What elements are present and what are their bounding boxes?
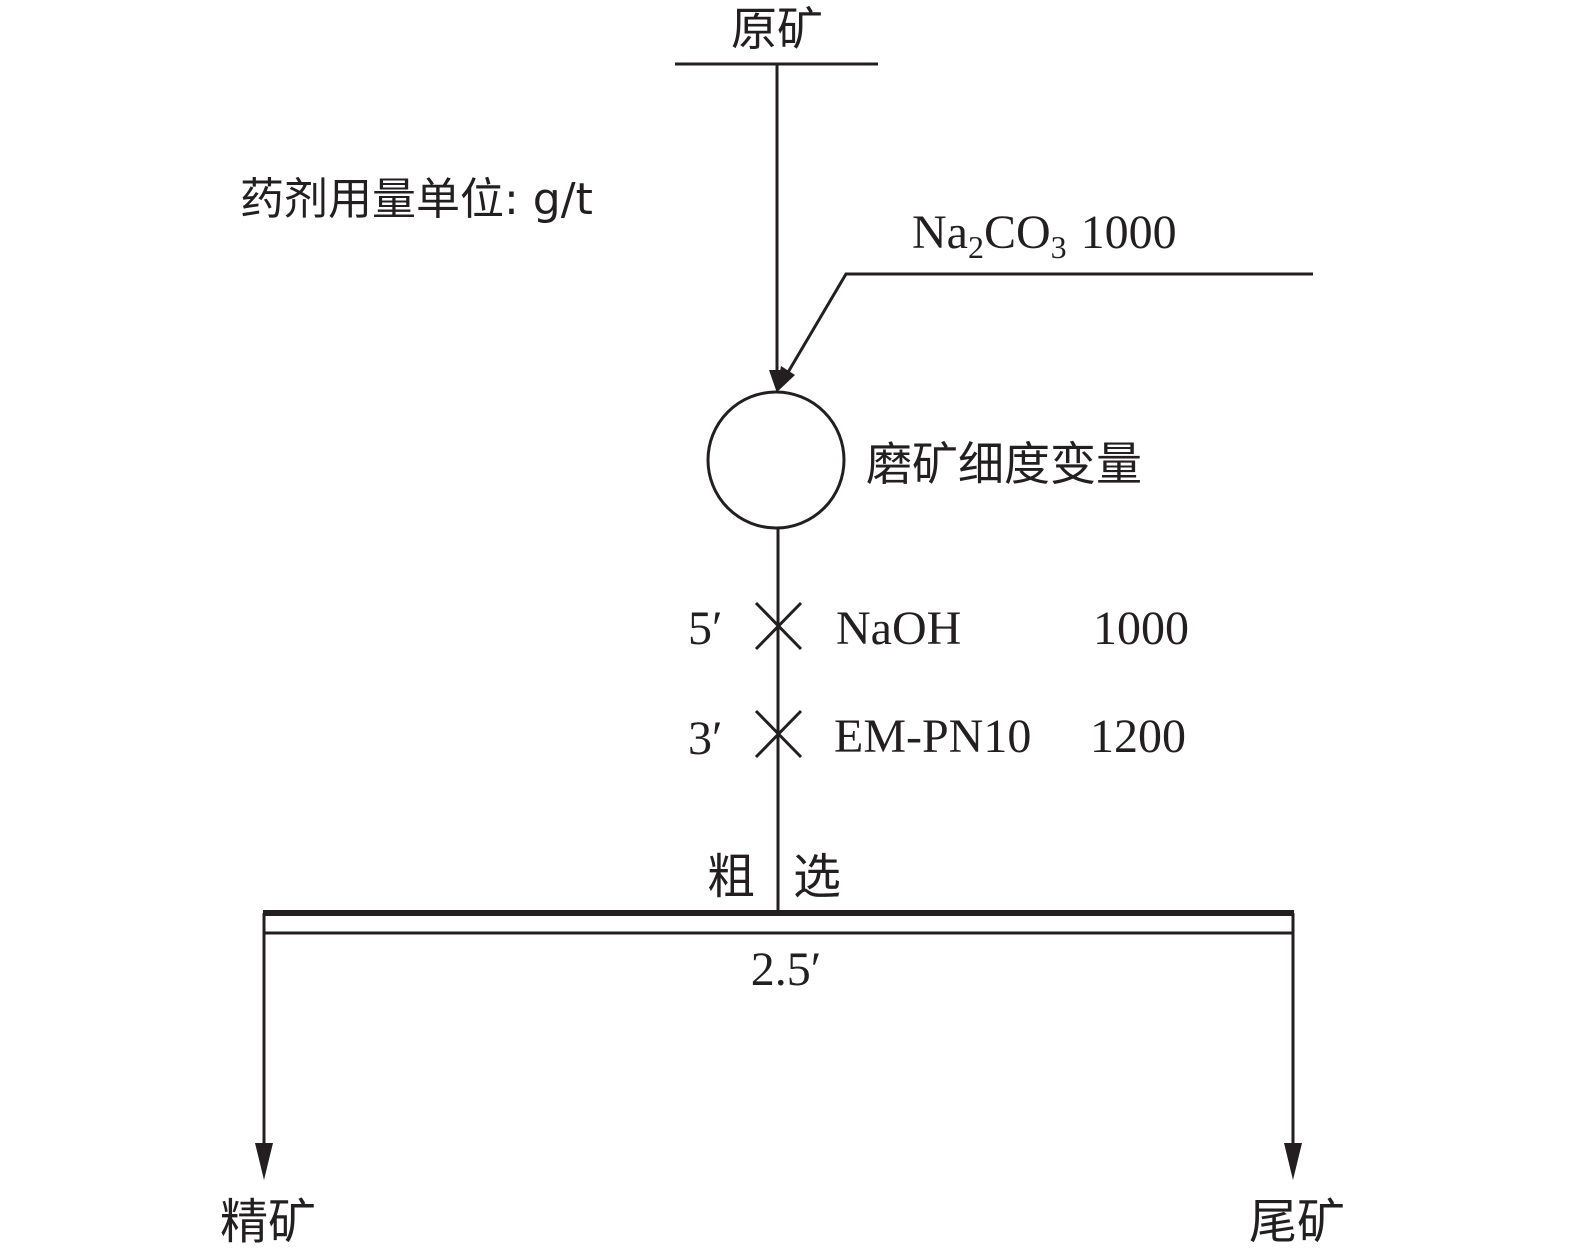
grinding-circle — [706, 390, 846, 530]
concentrate-arrow-head — [255, 1143, 273, 1180]
reagent-em-pn10-dose: 1200 — [1090, 710, 1186, 763]
na2co3-subscript-2: 3 — [1051, 229, 1067, 265]
tailings-arrow-head — [1284, 1143, 1302, 1180]
concentrate-label: 精矿 — [220, 1194, 316, 1250]
reagent-naoh-time: 5′ — [688, 602, 723, 655]
reagent-em-pn10: 3′ EM-PN10 1200 — [688, 709, 1186, 765]
reagent-naoh-name: NaOH — [836, 602, 961, 655]
reagent-em-pn10-name: EM-PN10 — [834, 710, 1031, 763]
reagent-naoh: 5′ NaOH 1000 — [688, 601, 1189, 655]
na2co3-arrow-head — [776, 366, 795, 393]
reagent-naoh-dose: 1000 — [1093, 602, 1189, 655]
na2co3-label: Na2CO3 1000 — [912, 206, 1177, 265]
na2co3-feed-line — [785, 272, 1313, 375]
dosage-unit-note: 药剂用量单位: g/t — [240, 174, 593, 225]
reagent-naoh-cross-b — [754, 601, 803, 651]
na2co3-formula-mid: CO — [984, 206, 1051, 259]
na2co3-formula-main: Na — [912, 206, 968, 259]
reagent-em-pn10-cross-b — [754, 709, 803, 759]
grinding-label: 磨矿细度变量 — [866, 437, 1142, 491]
rougher-label-left: 粗 — [707, 849, 755, 905]
na2co3-subscript-1: 2 — [968, 229, 984, 265]
na2co3-dose: 1000 — [1081, 206, 1177, 259]
reagent-em-pn10-time: 3′ — [688, 712, 723, 765]
rougher-time: 2.5′ — [751, 943, 822, 996]
feed-label: 原矿 — [731, 2, 823, 56]
rougher-label-right: 选 — [793, 849, 841, 905]
tailings-label: 尾矿 — [1249, 1194, 1345, 1250]
